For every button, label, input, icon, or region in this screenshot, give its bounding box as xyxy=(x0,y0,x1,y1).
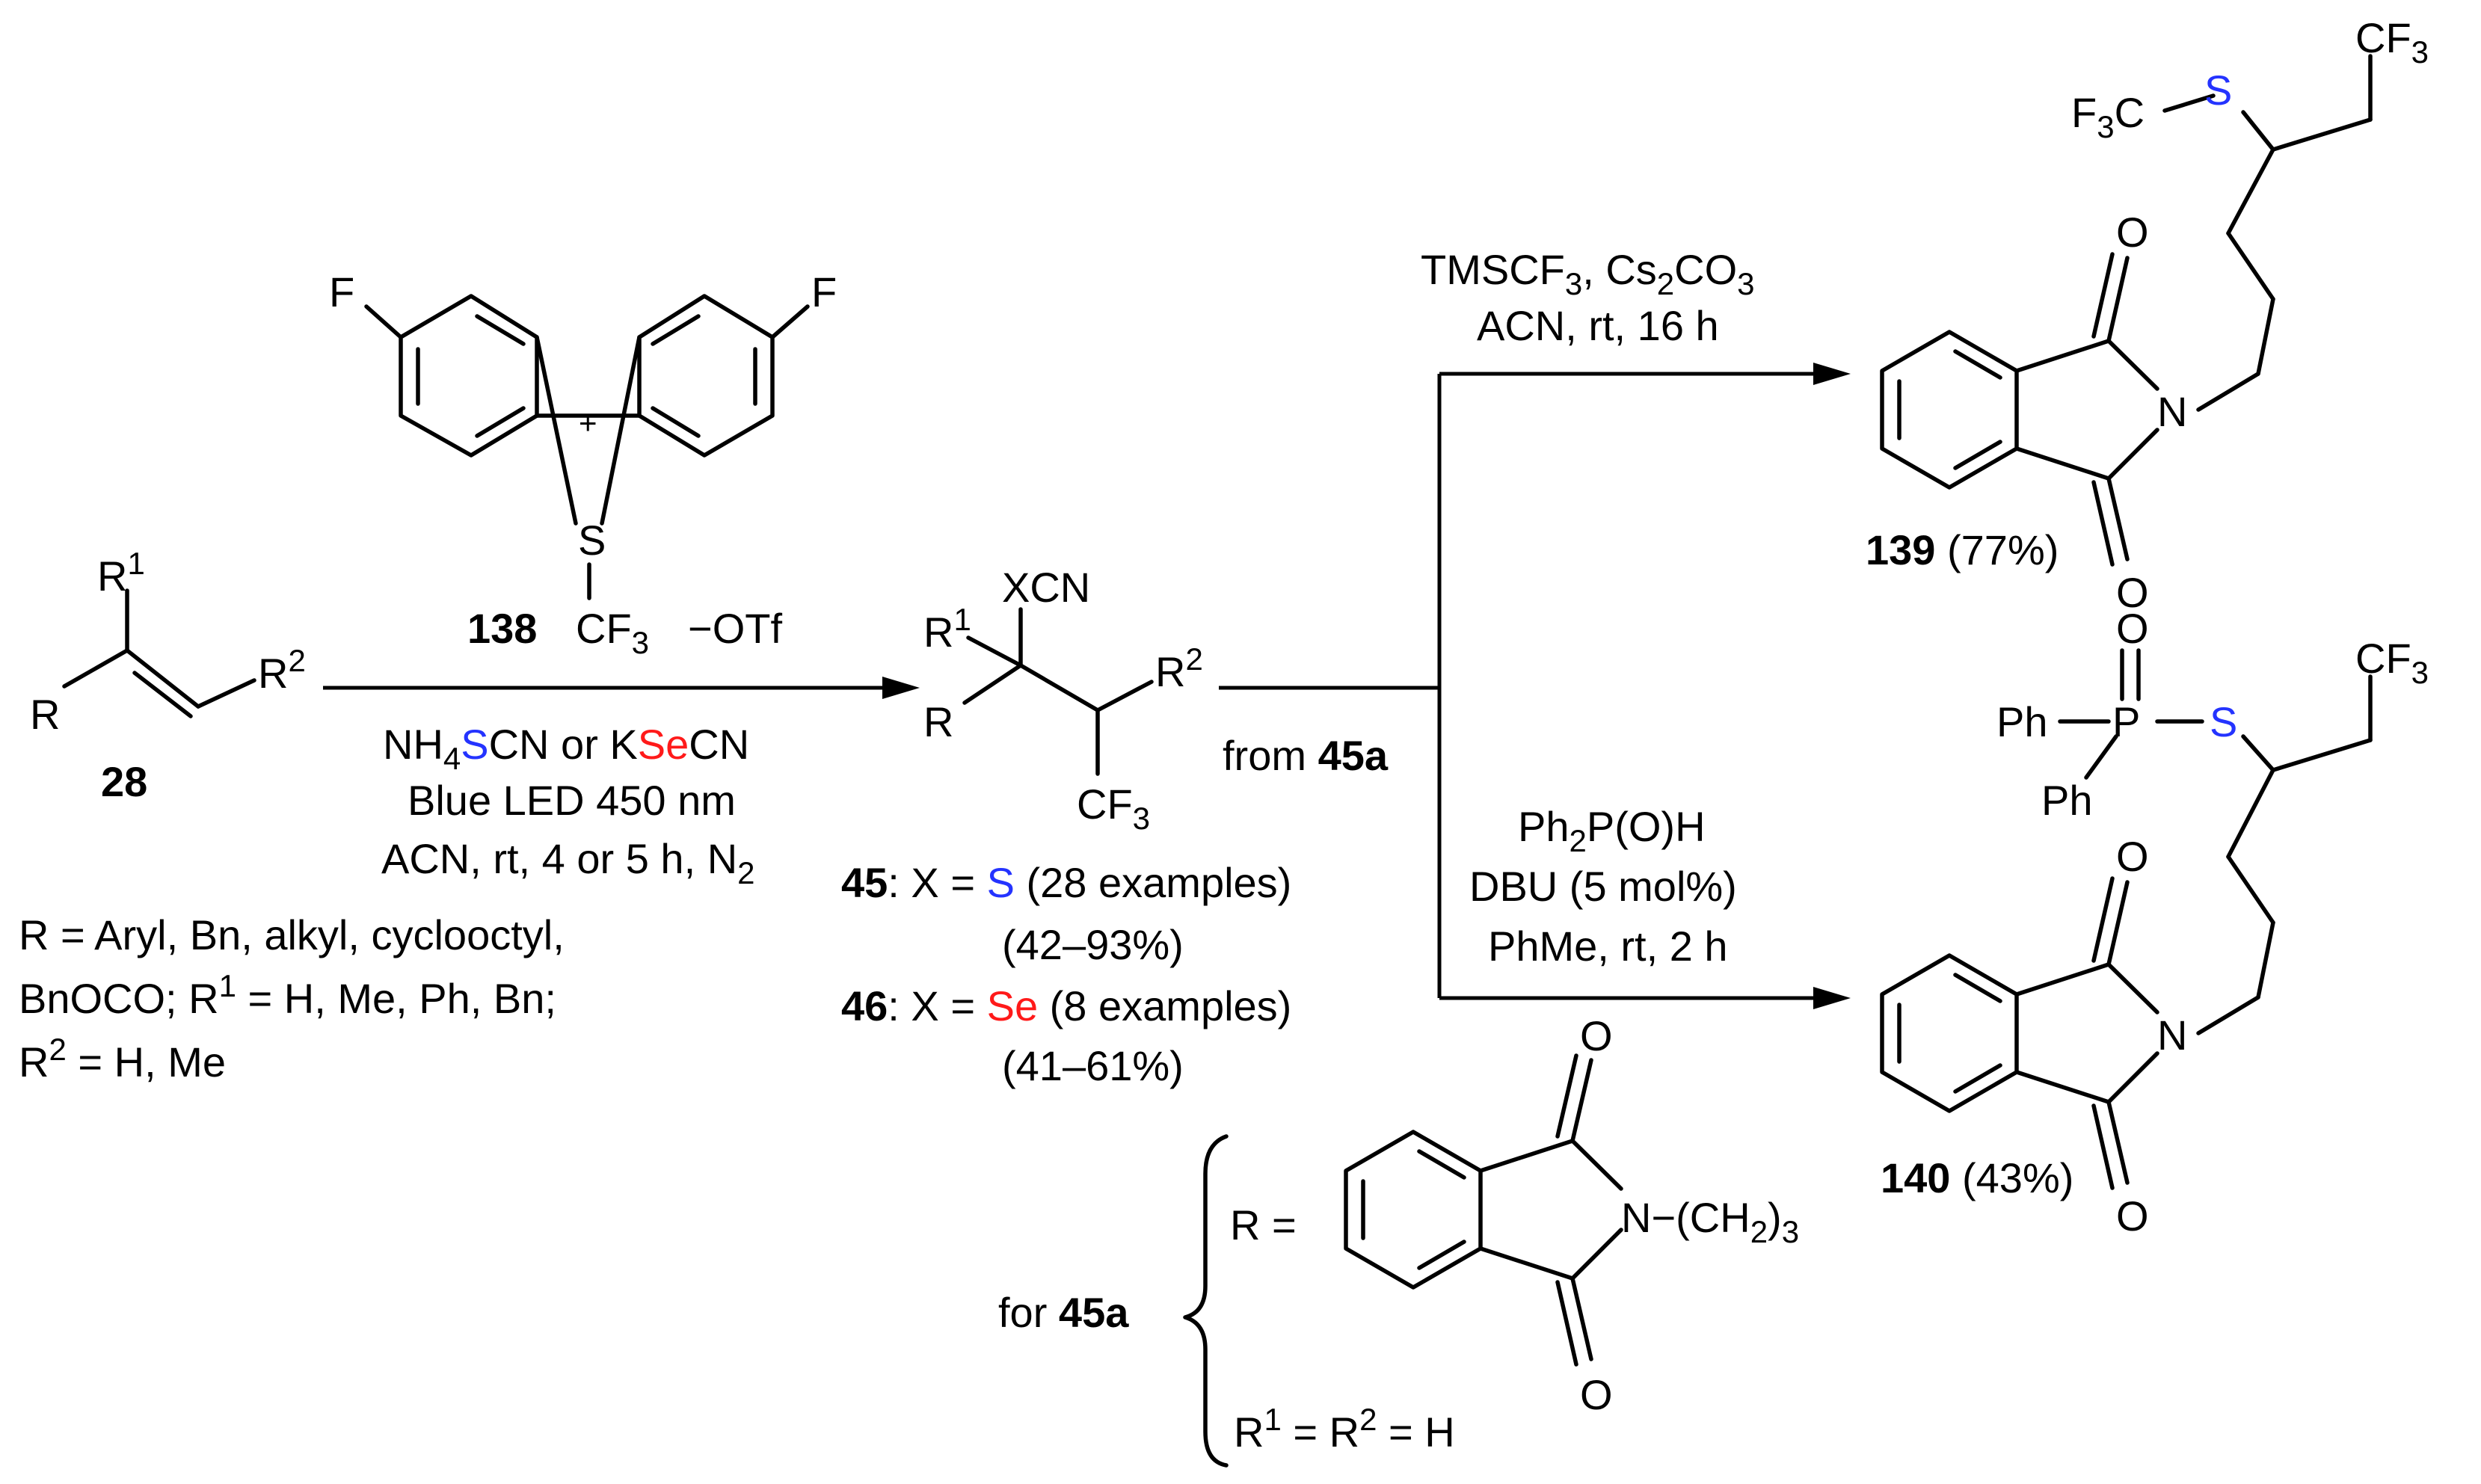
r1-r2-definition: R1 = R2 = H xyxy=(1234,1402,1455,1456)
bottom-solvent-line: PhMe, rt, 2 h xyxy=(1488,923,1728,970)
main-conditions: NH4SCN or KSeCN Blue LED 450 nm ACN, rt,… xyxy=(381,721,755,890)
product-46-line: 46: X = Se (8 examples) xyxy=(841,982,1291,1029)
scope-line-2: BnOCO; R1 = H, Me, Ph, Bn; xyxy=(19,968,556,1022)
oxygen-label: O xyxy=(2116,569,2149,616)
structure-28: R R1 R2 28 xyxy=(30,546,306,805)
top-conditions: TMSCF3, Cs2CO3 ACN, rt, 16 h xyxy=(1421,246,1755,349)
r1-label: R1 xyxy=(97,546,145,600)
phenyl-label: Ph xyxy=(1996,698,2048,745)
footnote-45a: for 45a R = O O N−(CH2)3 R1 = R2 = H xyxy=(998,1012,1799,1468)
compound-139-label: 139 (77%) xyxy=(1866,526,2059,573)
cf3-label: CF3 xyxy=(2355,635,2429,690)
sulfur-label: S xyxy=(2204,67,2232,114)
xcn-label: XCN xyxy=(1002,564,1090,611)
product-45-yield: (42–93%) xyxy=(1002,921,1184,968)
r-label: R xyxy=(923,698,953,745)
bottom-reagent-line: Ph2P(O)H xyxy=(1518,803,1706,858)
nitrogen-label: N xyxy=(2157,1012,2187,1059)
chain-label: N−(CH2)3 xyxy=(1621,1194,1799,1249)
from-45a-label: from 45a xyxy=(1223,732,1389,779)
bottom-conditions: Ph2P(O)H DBU (5 mol%) PhMe, rt, 2 h xyxy=(1469,803,1737,970)
r2-label: R2 xyxy=(258,643,306,697)
plus-charge: + xyxy=(579,405,597,440)
for-45a-label: for 45a xyxy=(998,1289,1129,1336)
r-label: R xyxy=(30,691,60,738)
oxygen-label: O xyxy=(1580,1012,1613,1059)
f3c-label: F3C xyxy=(2071,89,2145,144)
substrate-scope: R = Aryl, Bn, alkyl, cyclooctyl, BnOCO; … xyxy=(19,911,565,1086)
compound-id-28: 28 xyxy=(101,758,147,805)
structure-138: F F S + CF3 −OTf 138 xyxy=(329,268,837,660)
bottom-base-line: DBU (5 mol%) xyxy=(1469,863,1737,910)
oxygen-label: O xyxy=(2116,209,2149,256)
branch-arrows xyxy=(1219,363,1851,1009)
product-45-line: 45: X = S (28 examples) xyxy=(841,859,1291,906)
fluorine-label: F xyxy=(811,268,837,315)
compound-id-138: 138 xyxy=(467,605,537,652)
structure-139: O O N S CF3 F3C 139 (77%) xyxy=(1866,14,2429,616)
reagent-line: NH4SCN or KSeCN xyxy=(383,721,749,776)
triflate-label: −OTf xyxy=(688,605,782,652)
oxygen-label: O xyxy=(1580,1371,1613,1418)
r2-label: R2 xyxy=(1155,641,1203,695)
main-reaction-arrow xyxy=(323,677,920,699)
oxygen-label: O xyxy=(2116,1192,2149,1240)
phenyl-label: Ph xyxy=(2041,777,2093,824)
nitrogen-label: N xyxy=(2157,388,2187,435)
scope-line-1: R = Aryl, Bn, alkyl, cyclooctyl, xyxy=(19,911,565,958)
cf3-label: CF3 xyxy=(1077,781,1150,836)
solvent-line: ACN, rt, 4 or 5 h, N2 xyxy=(381,835,755,890)
oxygen-label: O xyxy=(2116,605,2149,652)
oxygen-label: O xyxy=(2116,833,2149,880)
top-reagent-line: TMSCF3, Cs2CO3 xyxy=(1421,246,1755,301)
r1-label: R1 xyxy=(923,602,971,656)
r-equals-label: R = xyxy=(1230,1201,1297,1249)
light-line: Blue LED 450 nm xyxy=(408,777,736,824)
top-solvent-line: ACN, rt, 16 h xyxy=(1477,302,1719,349)
sulfonium-label: S xyxy=(578,517,606,564)
structure-140: O O N S P O Ph Ph CF3 140 (43%) xyxy=(1880,605,2429,1240)
product-46-yield: (41–61%) xyxy=(1002,1042,1184,1089)
sulfur-label: S xyxy=(2210,698,2237,745)
cf3-label: CF3 xyxy=(2355,14,2429,70)
structure-45-46: XCN R1 R R2 CF3 xyxy=(923,564,1203,836)
cf3-label: CF3 xyxy=(576,605,649,660)
scope-line-3: R2 = H, Me xyxy=(19,1032,226,1086)
products-45-46-text: 45: X = S (28 examples) (42–93%) 46: X =… xyxy=(841,859,1291,1089)
compound-140-label: 140 (43%) xyxy=(1881,1154,2073,1201)
fluorine-label: F xyxy=(329,268,354,315)
